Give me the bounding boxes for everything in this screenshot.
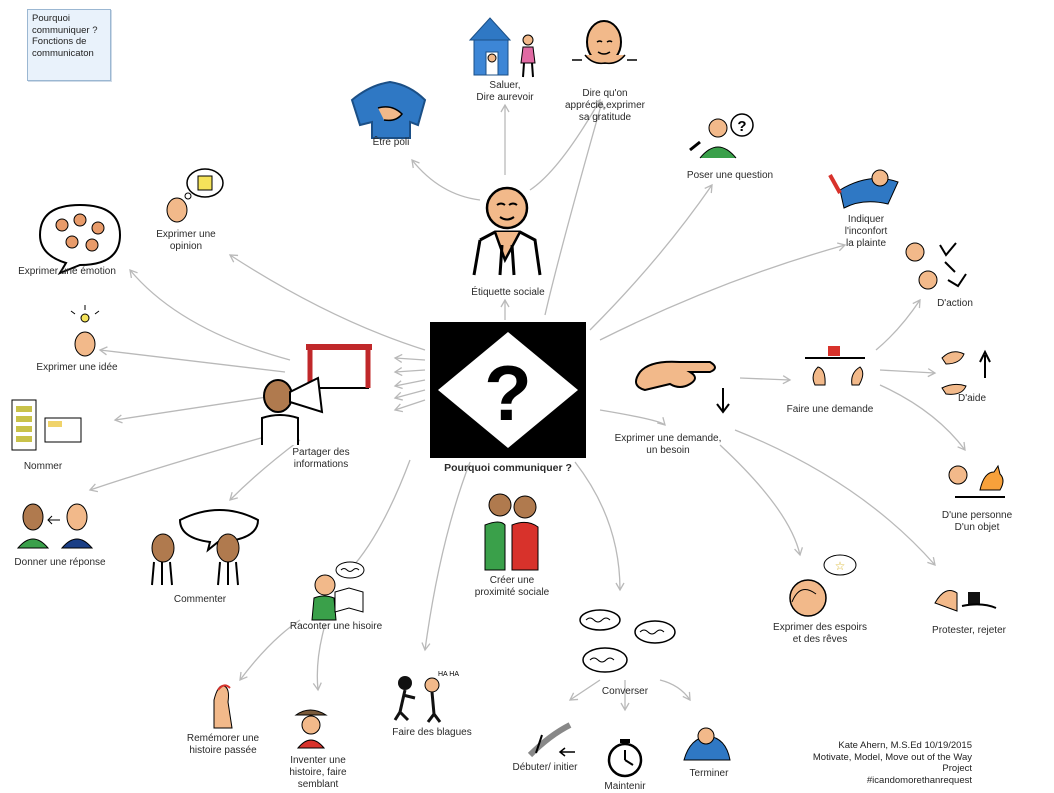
svg-text:?: ?	[484, 349, 532, 437]
label-inventer: Inventer une histoire, faire semblant	[289, 755, 347, 790]
label-saluer: Saluer, Dire aurevoir	[476, 80, 534, 103]
proximite-icon	[484, 493, 539, 571]
label-protester: Protester, rejeter	[932, 625, 1006, 636]
label-etre-poli: Être poli	[372, 137, 410, 148]
etre-poli-icon	[350, 80, 427, 139]
label-personne: D'une personne D'un objet	[941, 510, 1013, 533]
protester-icon	[934, 590, 997, 612]
raconter-icon	[311, 561, 365, 621]
label-inconfort: Indiquer l'inconfort la plainte	[844, 214, 888, 249]
label-demande: Faire une demande	[786, 404, 874, 415]
label-rememorer: Remémorer une histoire passée	[186, 733, 260, 756]
commenter-icon	[151, 509, 260, 586]
label-partager: Partager des informations	[292, 447, 350, 470]
label-converser: Converser	[601, 686, 649, 697]
inconfort-icon	[828, 169, 899, 209]
svg-text:HA HA: HA HA	[438, 671, 459, 678]
label-etiquette: Étiquette sociale	[471, 287, 545, 298]
title-note: Pourquoi communiquer ? Fonctions de comm…	[27, 9, 111, 81]
label-idee: Exprimer une idée	[36, 362, 118, 373]
reponse-icon	[16, 503, 94, 549]
label-opinion: Exprimer une opinion	[156, 229, 216, 252]
action-icon	[905, 242, 967, 290]
label-espoirs: Exprimer des espoirs et des rêves	[773, 622, 867, 645]
label-question: Poser une question	[686, 170, 774, 181]
personne-objet-icon	[948, 464, 1005, 498]
terminer-icon	[683, 727, 731, 761]
credit-text: Kate Ahern, M.S.Ed 10/19/2015 Motivate, …	[812, 740, 972, 786]
question-icon: ?	[689, 113, 754, 159]
etiquette-figure-icon	[472, 186, 542, 276]
label-aide: D'aide	[957, 393, 987, 404]
label-emotion: Exprimer une émotion	[18, 266, 116, 277]
label-reponse: Donner une réponse	[14, 557, 106, 568]
idee-icon	[70, 305, 100, 357]
label-debuter: Débuter/ initier	[512, 762, 578, 773]
opinion-icon	[166, 168, 224, 223]
converser-icon	[579, 609, 676, 673]
label-terminer: Terminer	[689, 768, 729, 779]
svg-text:☆: ☆	[835, 559, 846, 573]
label-proximite: Créer une proximité sociale	[474, 575, 550, 598]
label-maintenir: Maintenir	[604, 781, 646, 792]
center-label: Pourquoi communiquer ?	[444, 462, 572, 474]
blagues-icon: HA HA	[393, 671, 459, 723]
aide-icon	[941, 349, 991, 395]
espoirs-icon: ☆	[789, 554, 857, 617]
rememorer-icon	[213, 684, 233, 729]
svg-text:?: ?	[737, 118, 746, 135]
saluer-icon	[468, 17, 536, 78]
emotion-icon	[38, 203, 122, 276]
stopwatch-icon	[607, 739, 643, 778]
label-raconter: Raconter une hisoire	[289, 621, 383, 632]
partager-icon	[261, 344, 372, 445]
pointing-hand-icon	[635, 360, 730, 414]
nommer-icon	[11, 399, 82, 451]
inventer-icon	[294, 709, 328, 749]
label-nommer: Nommer	[23, 461, 63, 472]
debuter-icon	[527, 722, 575, 758]
demande-icon	[805, 346, 865, 386]
label-gratitude: Dire qu'on apprécie,exprimer sa gratitud…	[564, 88, 646, 123]
label-exprimer-demande: Exprimer une demande, un besoin	[614, 433, 722, 456]
gratitude-icon	[572, 20, 637, 65]
label-action: D'action	[937, 298, 973, 309]
label-blagues: Faire des blagues	[392, 727, 472, 738]
label-commenter: Commenter	[173, 594, 227, 605]
center-question-symbol: ?	[430, 322, 586, 458]
